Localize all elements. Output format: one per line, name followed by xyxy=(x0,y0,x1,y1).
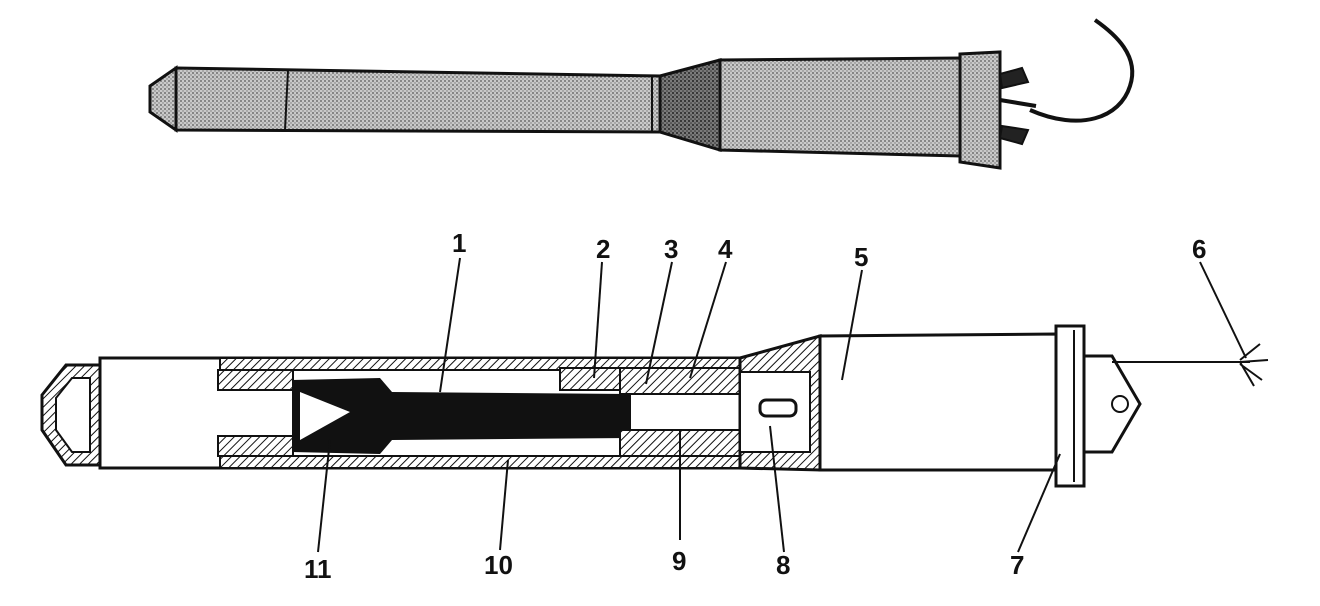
label-7: 7 xyxy=(1010,550,1024,580)
label-2: 2 xyxy=(596,234,610,264)
label-11: 11 xyxy=(304,554,332,584)
label-4: 4 xyxy=(718,234,733,264)
label-6: 6 xyxy=(1192,234,1206,264)
label-9: 9 xyxy=(672,546,686,576)
cross-section-view xyxy=(40,324,1269,488)
label-8: 8 xyxy=(776,550,790,580)
label-1: 1 xyxy=(452,228,466,258)
external-view xyxy=(148,18,1135,170)
label-5: 5 xyxy=(854,242,868,272)
leader-lines xyxy=(317,257,1247,553)
label-3: 3 xyxy=(664,234,678,264)
label-10: 10 xyxy=(484,550,513,580)
